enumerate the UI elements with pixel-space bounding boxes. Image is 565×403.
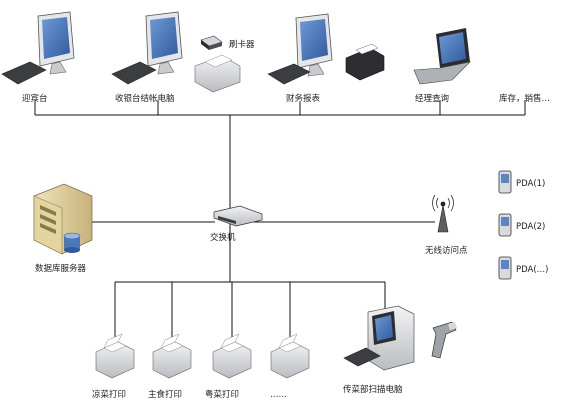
server-icon xyxy=(33,183,93,255)
printer-cantonese: 粤菜打印 xyxy=(205,333,252,400)
database-icon xyxy=(63,232,81,253)
manager-label: 经理查询 xyxy=(415,93,449,104)
monitor-icon xyxy=(295,13,333,77)
laptop-icon xyxy=(413,28,471,85)
printer-more-label: …… xyxy=(270,390,287,400)
db-server-label: 数据库服务器 xyxy=(35,263,87,274)
barcode-scanner-icon xyxy=(431,321,457,359)
wireless-ap: 无线访问点 xyxy=(425,194,468,256)
keyboard-icon xyxy=(111,61,157,85)
pda-icon xyxy=(498,256,512,280)
finance-pc: 财务报表 xyxy=(267,13,385,104)
pda-n: PDA(…) xyxy=(498,256,548,280)
printer-staple: 主食打印 xyxy=(148,333,192,400)
wireless-ap-label: 无线访问点 xyxy=(425,245,468,256)
printer-icon xyxy=(345,43,385,81)
dispatch-pc: 传菜部扫描电脑 xyxy=(343,305,457,395)
database-server: 数据库服务器 xyxy=(33,183,93,274)
switch: 交换机 xyxy=(210,205,263,243)
switch-label: 交换机 xyxy=(210,232,236,243)
card-reader-icon xyxy=(200,35,223,50)
pda-n-label: PDA(…) xyxy=(516,265,548,275)
desktop-pc-icon xyxy=(343,305,415,371)
pda-icon xyxy=(498,170,512,194)
printer-cantonese-label: 粤菜打印 xyxy=(205,389,239,400)
pda-2-label: PDA(2) xyxy=(516,222,545,232)
monitor-icon xyxy=(145,11,183,75)
monitor-icon xyxy=(37,11,75,75)
switch-icon xyxy=(213,205,263,227)
cashier-label: 收银台结帐电脑 xyxy=(115,93,175,104)
manager-laptop: 经理查询 xyxy=(413,28,471,104)
pda-1: PDA(1) xyxy=(498,170,545,194)
keyboard-icon xyxy=(1,61,47,85)
printer-cold: 凉菜打印 xyxy=(92,333,135,400)
keyboard-icon xyxy=(267,63,311,85)
receipt-printer-icon xyxy=(152,333,192,379)
dispatch-pc-label: 传菜部扫描电脑 xyxy=(343,384,403,395)
finance-label: 财务报表 xyxy=(286,93,321,104)
network-wires xyxy=(34,100,526,340)
printer-cold-label: 凉菜打印 xyxy=(92,389,126,400)
receipt-printer-icon xyxy=(212,333,252,379)
reception-pc: 迎宾台 xyxy=(1,11,75,104)
printer-more: …… xyxy=(270,333,310,400)
pda-2: PDA(2) xyxy=(498,213,545,237)
pda-1-label: PDA(1) xyxy=(516,179,545,189)
pda-icon xyxy=(498,213,512,237)
receipt-printer-icon xyxy=(270,333,310,379)
antenna-icon xyxy=(432,194,454,233)
cashier-pc: 刷卡器 收银台结帐电脑 xyxy=(111,11,255,104)
inventory-label: 库存，销售… xyxy=(499,93,550,104)
reception-label: 迎宾台 xyxy=(22,93,48,104)
printer-staple-label: 主食打印 xyxy=(148,389,182,400)
card-reader-label: 刷卡器 xyxy=(229,39,255,50)
receipt-printer-icon xyxy=(194,54,241,93)
receipt-printer-icon xyxy=(95,333,135,379)
